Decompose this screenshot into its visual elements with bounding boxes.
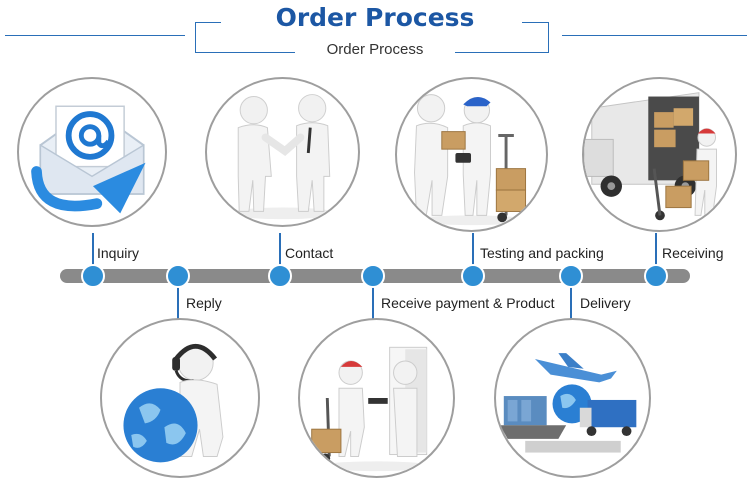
contact-illustration bbox=[205, 77, 360, 227]
inquiry-illustration bbox=[17, 77, 167, 227]
timeline-node-receiving bbox=[644, 264, 668, 288]
header-left-rule bbox=[5, 35, 185, 36]
subtitle-frame-top-left bbox=[195, 22, 221, 23]
subtitle-frame-bottom-left bbox=[195, 52, 295, 53]
step-label-receiving: Receiving bbox=[662, 245, 724, 261]
timeline-node-inquiry bbox=[81, 264, 105, 288]
testing-packing-illustration bbox=[395, 77, 548, 232]
timeline-node-delivery bbox=[559, 264, 583, 288]
subtitle-frame-right bbox=[548, 22, 549, 52]
step-label-reply: Reply bbox=[186, 295, 222, 311]
header-right-rule bbox=[562, 35, 747, 36]
email-at-icon bbox=[31, 105, 146, 214]
page-subtitle: Order Process bbox=[326, 41, 424, 58]
step-label-contact: Contact bbox=[285, 245, 334, 261]
headset-globe-icon bbox=[123, 343, 224, 463]
connector-reply bbox=[177, 283, 179, 328]
packing-icon bbox=[414, 94, 528, 226]
timeline-node-reply bbox=[166, 264, 190, 288]
step-label-payment: Receive payment & Product bbox=[381, 295, 555, 311]
subtitle-frame-left bbox=[195, 22, 196, 52]
timeline-node-payment bbox=[361, 264, 385, 288]
page-title: Order Process bbox=[275, 3, 475, 32]
step-label-testing: Testing and packing bbox=[480, 245, 604, 261]
shipping-transport-icon bbox=[499, 353, 637, 453]
receiving-illustration bbox=[582, 77, 737, 232]
subtitle-frame-top-right bbox=[522, 22, 549, 23]
payment-delivery-icon bbox=[311, 346, 433, 472]
step-label-delivery: Delivery bbox=[580, 295, 631, 311]
payment-illustration bbox=[298, 318, 455, 478]
connector-testing bbox=[472, 233, 474, 271]
reply-illustration bbox=[100, 318, 260, 478]
handshake-icon bbox=[229, 94, 337, 220]
timeline-node-testing bbox=[461, 264, 485, 288]
connector-receiving bbox=[655, 233, 657, 271]
subtitle-frame-bottom-right bbox=[455, 52, 549, 53]
connector-inquiry bbox=[92, 233, 94, 271]
step-label-inquiry: Inquiry bbox=[97, 245, 140, 261]
receiving-truck-icon bbox=[584, 92, 717, 221]
delivery-illustration bbox=[494, 318, 651, 478]
connector-contact bbox=[279, 233, 281, 271]
connector-delivery bbox=[570, 283, 572, 323]
timeline-node-contact bbox=[268, 264, 292, 288]
connector-payment bbox=[372, 283, 374, 323]
